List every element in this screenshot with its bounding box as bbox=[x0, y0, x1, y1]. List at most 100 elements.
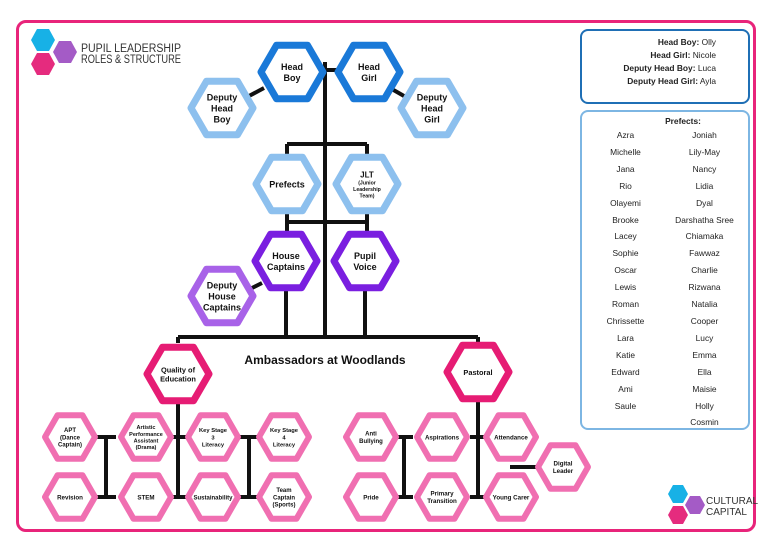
prefect-name: Maisie bbox=[692, 383, 717, 394]
head-role-label: Deputy Head Girl: bbox=[627, 76, 698, 86]
title-logo: PUPIL LEADERSHIP ROLES & STRUCTURE bbox=[31, 29, 181, 75]
hex-pupil-voice-shape bbox=[330, 230, 400, 292]
prefect-name: Lara bbox=[617, 332, 634, 343]
hex-aspirations: Aspirations bbox=[414, 412, 470, 462]
hex-pride: Pride bbox=[343, 472, 399, 522]
hex-anti-bullying-shape bbox=[343, 412, 399, 462]
connectors bbox=[90, 62, 540, 499]
hex-revision-shape bbox=[42, 472, 98, 522]
hex-prefects-shape bbox=[252, 153, 322, 215]
prefect-name: Azra bbox=[616, 130, 635, 140]
prefect-name: Chrissette bbox=[606, 315, 645, 326]
hex-prefects-label: Prefects bbox=[269, 180, 305, 190]
logo2-line1: CULTURAL bbox=[706, 496, 758, 507]
prefect-name: Edward bbox=[611, 366, 640, 377]
hex-jlt-shape bbox=[332, 153, 402, 215]
prefect-name: Lidia bbox=[695, 180, 714, 191]
prefect-name: Joniah bbox=[692, 130, 717, 140]
prefect-name: Ami bbox=[618, 383, 633, 394]
head-role-label: Head Girl: bbox=[650, 50, 691, 60]
hex-sustainability: Sustainability bbox=[185, 472, 241, 522]
prefect-name: Ella bbox=[697, 366, 712, 377]
logo2-hex-pink bbox=[668, 506, 688, 524]
hex-digital-leader-shape bbox=[535, 442, 591, 492]
hex-ks3-literacy-shape bbox=[185, 412, 241, 462]
prefect-name: Oscar bbox=[614, 265, 637, 276]
hex-young-carer-label: Young Carer bbox=[493, 494, 530, 501]
hex-pastoral-label: Pastoral bbox=[463, 368, 492, 377]
prefect-name: Nancy bbox=[692, 163, 717, 174]
title-line1: PUPIL LEADERSHIP bbox=[81, 43, 181, 55]
hex-attendance: Attendance bbox=[483, 412, 539, 462]
cultural-capital-logo: CULTURAL CAPITAL bbox=[668, 485, 758, 524]
head-role-name: Olly bbox=[701, 37, 716, 47]
prefect-name: Roman bbox=[612, 299, 639, 310]
head-role-name: Nicole bbox=[692, 50, 716, 60]
prefect-name: Lily-May bbox=[688, 146, 721, 157]
hex-deputy-head-girl-shape bbox=[397, 77, 467, 139]
prefect-name: Olayemi bbox=[610, 197, 641, 208]
prefect-name: Brooke bbox=[612, 214, 639, 225]
prefect-name: Holly bbox=[695, 400, 714, 411]
hex-house-captains-shape bbox=[251, 230, 321, 292]
hex-attendance-shape bbox=[483, 412, 539, 462]
hex-attendance-label: Attendance bbox=[494, 434, 528, 441]
logo2-line2: CAPITAL bbox=[706, 507, 747, 518]
logo2-hex-blue bbox=[668, 485, 688, 503]
prefect-name: Saule bbox=[614, 400, 637, 411]
prefect-name: Michelle bbox=[610, 146, 641, 157]
hex-prefects: Prefects bbox=[252, 153, 322, 215]
prefect-name: Katie bbox=[615, 349, 636, 360]
hex-revision: Revision bbox=[42, 472, 98, 522]
prefect-name: Dyal bbox=[696, 197, 713, 208]
hex-deputy-house-captains-shape bbox=[187, 265, 257, 327]
hex-team-captain-shape bbox=[256, 472, 312, 522]
hex-ks4-literacy-shape bbox=[256, 412, 312, 462]
hex-young-carer-shape bbox=[483, 472, 539, 522]
logo-hex-purple bbox=[53, 41, 77, 63]
prefect-name: Cooper bbox=[690, 315, 719, 326]
prefects-title: Prefects: bbox=[665, 116, 701, 126]
hex-sustainability-label: Sustainability bbox=[193, 495, 233, 501]
hex-sustainability-shape bbox=[185, 472, 241, 522]
prefect-name: Lacey bbox=[614, 231, 637, 242]
prefect-name: Lucy bbox=[695, 332, 714, 343]
hex-pastoral: Pastoral bbox=[443, 341, 513, 403]
prefect-name: Chiamaka bbox=[685, 231, 724, 242]
logo-hex-pink bbox=[31, 53, 55, 75]
head-roles-box: Head Boy: Olly Head Girl: Nicole Deputy … bbox=[580, 29, 750, 104]
hex-artistic-shape bbox=[118, 412, 174, 462]
hex-stem: STEM bbox=[118, 472, 174, 522]
prefect-name: Lewis bbox=[614, 282, 637, 293]
head-role-label: Head Boy: bbox=[657, 37, 700, 47]
prefect-name: Rio bbox=[619, 180, 632, 191]
head-role-row: Deputy Head Boy: Luca bbox=[586, 62, 744, 75]
prefect-name: Rizwana bbox=[688, 282, 721, 293]
